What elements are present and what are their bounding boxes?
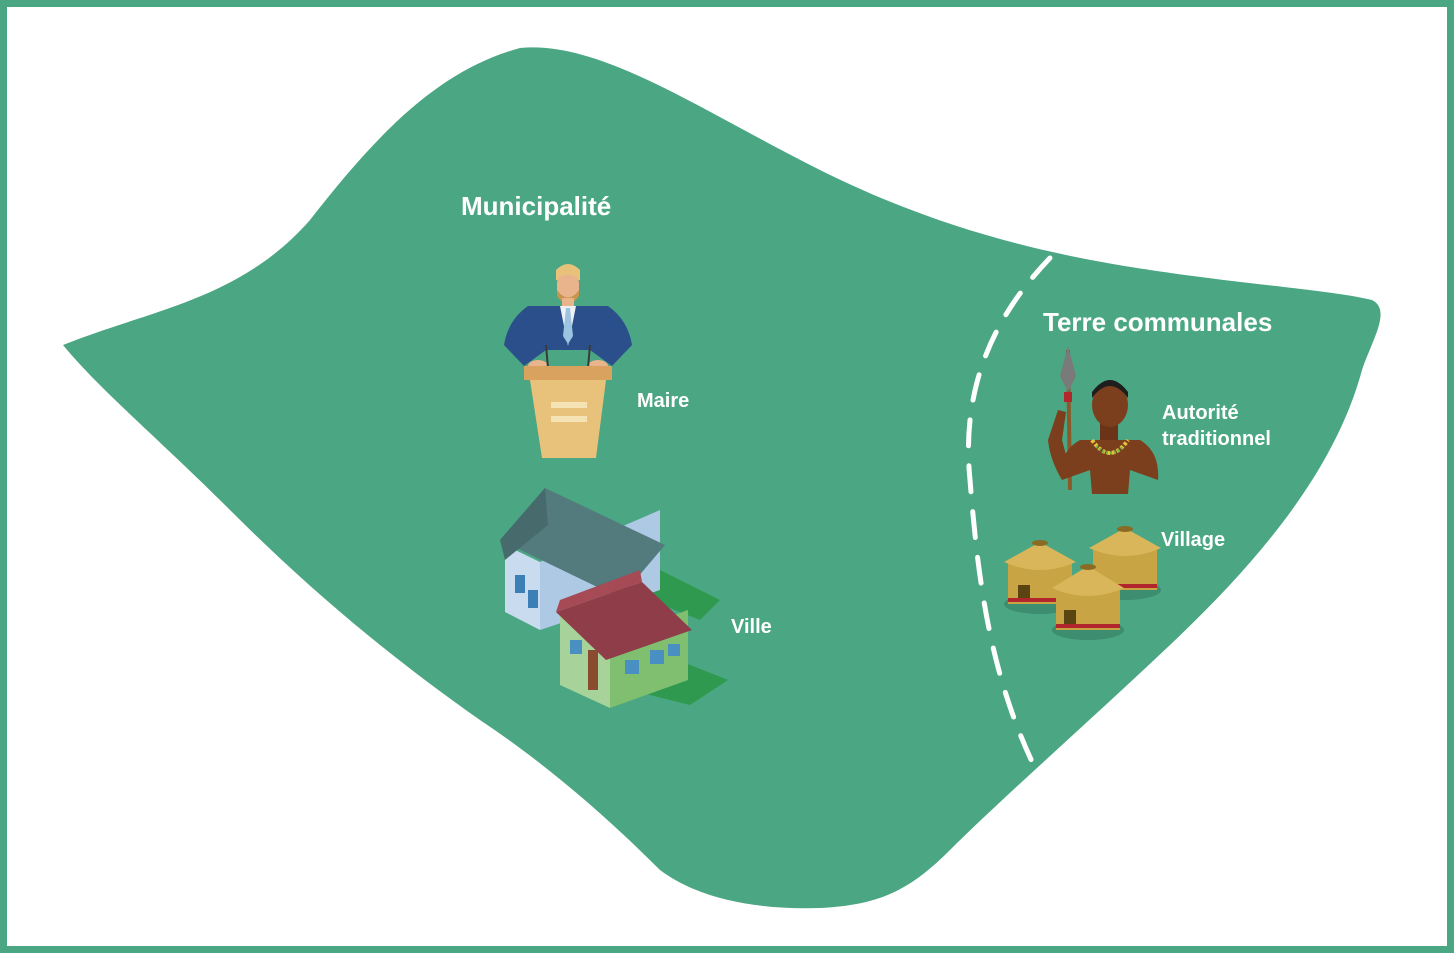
traditional-authority-label: Autorité traditionnel [1162, 400, 1271, 452]
huts-icon [1004, 526, 1161, 640]
mayor-at-podium-icon [504, 264, 632, 458]
village-label: Village [1161, 529, 1226, 551]
houses-icon [500, 488, 728, 708]
traditional-chief-icon [1048, 346, 1159, 494]
land-area [63, 47, 1381, 909]
town-label: Ville [731, 616, 772, 638]
traditional-authority-label-line1: Autorité [1162, 402, 1239, 424]
municipality-title: Municipalité [461, 191, 612, 221]
traditional-authority-label-line2: traditionnel [1162, 428, 1271, 450]
communal-lands-title: Terre communales [1043, 307, 1273, 337]
communal-boundary-line [966, 255, 1053, 781]
mayor-label: Maire [637, 390, 690, 412]
